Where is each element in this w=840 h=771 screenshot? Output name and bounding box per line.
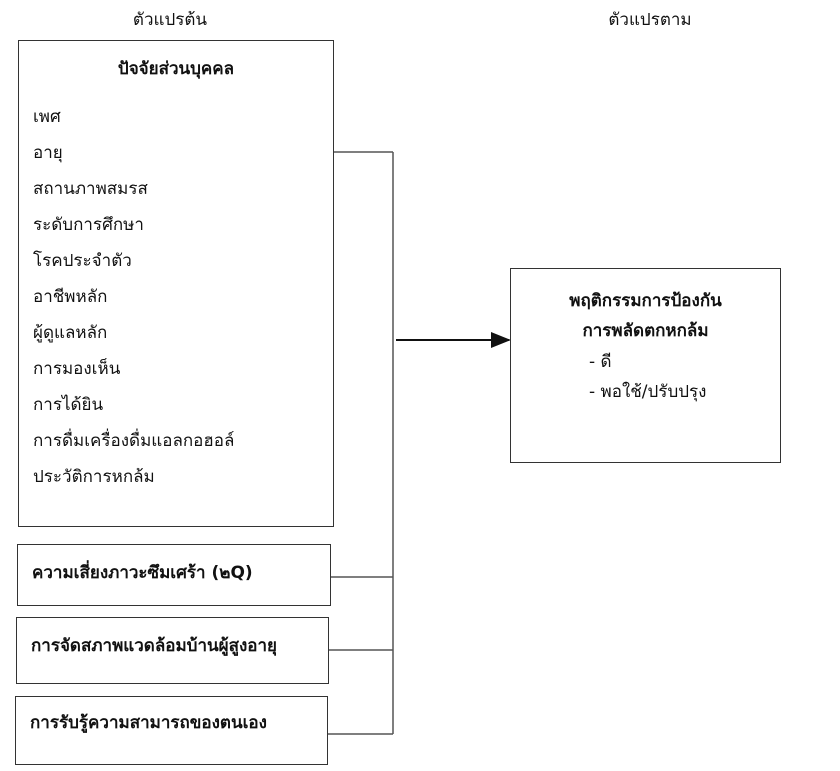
personal-factor-item: ประวัติการหกล้ม: [33, 467, 155, 487]
self-efficacy-label: การรับรู้ความสามารถของตนเอง: [30, 713, 267, 733]
personal-factor-item: การมองเห็น: [33, 359, 121, 379]
outcome-level-fair: - พอใช้/ปรับปรุง: [589, 382, 707, 402]
depression-risk-box: ความเสี่ยงภาวะซึมเศร้า (๒Q): [17, 544, 331, 606]
personal-factors-box: ปัจจัยส่วนบุคคล เพศอายุสถานภาพสมรสระดับก…: [18, 40, 334, 527]
personal-factor-item: การได้ยิน: [33, 395, 104, 415]
depression-risk-label: ความเสี่ยงภาวะซึมเศร้า (๒Q): [32, 563, 253, 583]
outcome-title-line1: พฤติกรรมการป้องกัน: [569, 291, 722, 311]
personal-factor-item: เพศ: [33, 107, 61, 127]
outcome-level-good: - ดี: [589, 352, 612, 372]
outcome-title-line2: การพลัดตกหกล้ม: [582, 321, 709, 341]
personal-factors-list: เพศอายุสถานภาพสมรสระดับการศึกษาโรคประจำต…: [33, 99, 333, 495]
personal-factor-item: สถานภาพสมรส: [33, 179, 148, 199]
personal-factors-title: ปัจจัยส่วนบุคคล: [117, 59, 235, 79]
personal-factor-item: ผู้ดูแลหลัก: [33, 323, 108, 343]
self-efficacy-box: การรับรู้ความสามารถของตนเอง: [15, 696, 328, 765]
outcome-box: พฤติกรรมการป้องกัน การพลัดตกหกล้ม - ดี -…: [510, 268, 781, 463]
personal-factor-item: ระดับการศึกษา: [33, 215, 144, 235]
dependent-variable-header: ตัวแปรตาม: [608, 10, 692, 30]
personal-factor-item: การดื่มเครื่องดื่มแอลกอฮอล์: [33, 431, 235, 451]
home-environment-box: การจัดสภาพแวดล้อมบ้านผู้สูงอายุ: [16, 617, 329, 684]
independent-variable-header: ตัวแปรต้น: [132, 10, 208, 30]
home-environment-label: การจัดสภาพแวดล้อมบ้านผู้สูงอายุ: [31, 636, 277, 656]
personal-factor-item: อาชีพหลัก: [33, 287, 108, 307]
personal-factor-item: อายุ: [33, 143, 63, 163]
personal-factor-item: โรคประจำตัว: [33, 251, 132, 271]
